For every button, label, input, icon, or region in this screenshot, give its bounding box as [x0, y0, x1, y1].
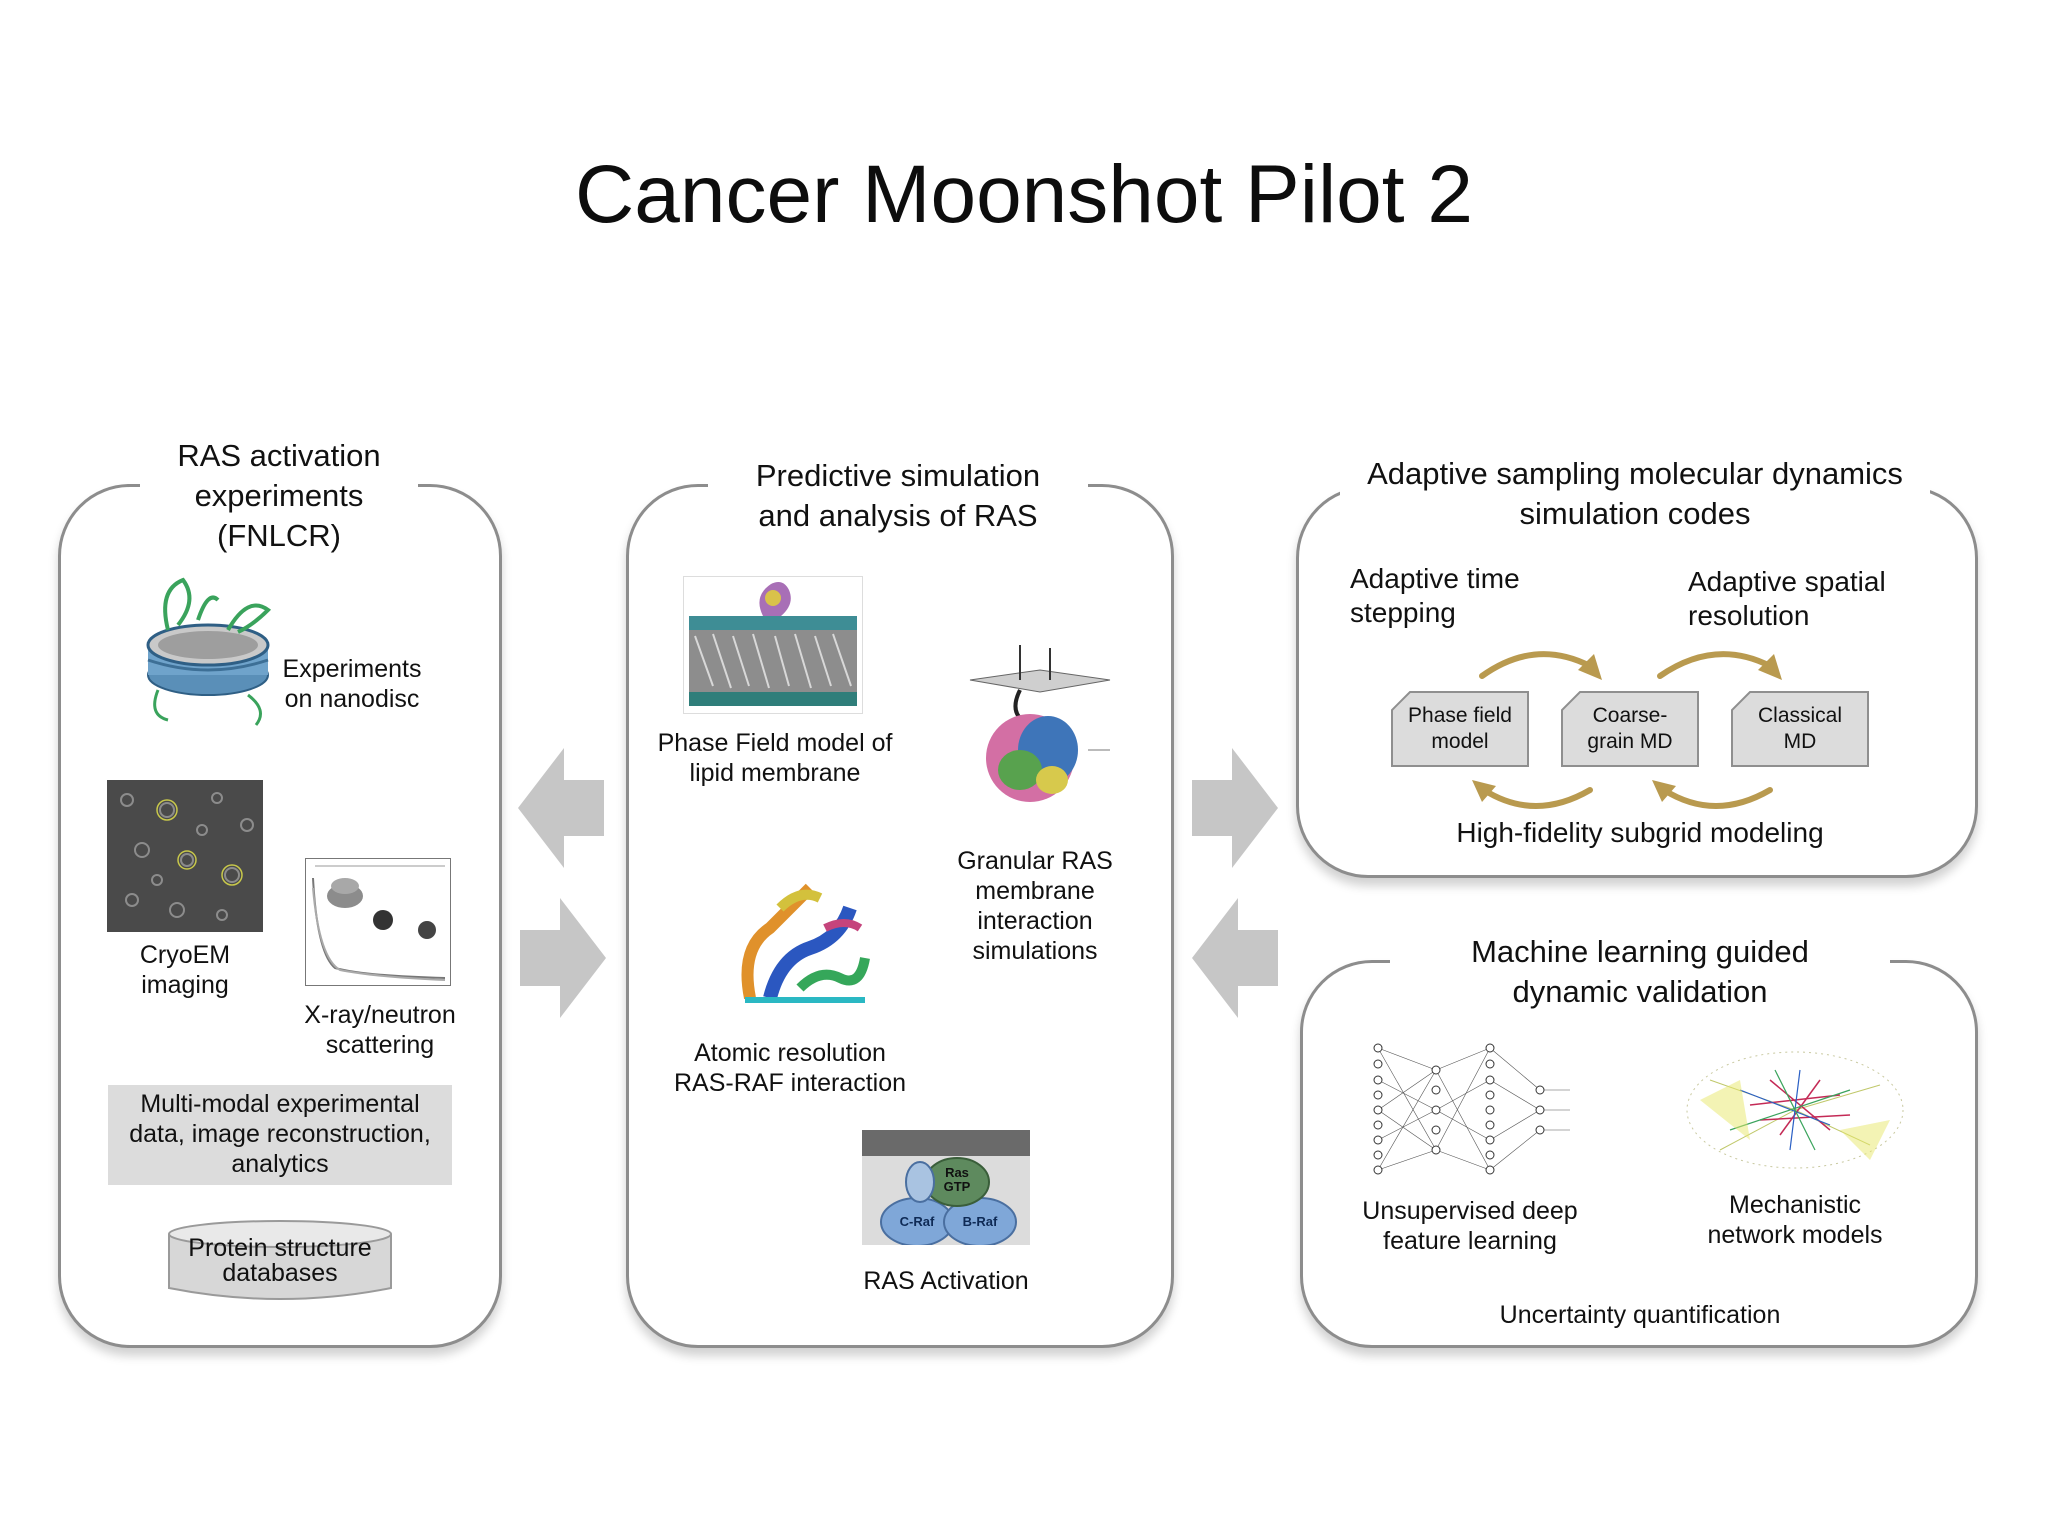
- neural-network-image: [1373, 1043, 1570, 1175]
- panel-title-ras-activation: RAS activation experiments (FNLCR): [140, 436, 418, 556]
- label-protein-structure-databases: Protein structure databases: [188, 1234, 372, 1287]
- database-cylinder-shape: [168, 1220, 392, 1300]
- ras-gtp-label: Ras GTP: [943, 1165, 971, 1194]
- label-mechanistic-network-models: Mechanistic network models: [1707, 1191, 1883, 1249]
- b-raf-label: B-Raf: [962, 1214, 998, 1229]
- box-classical-md-shape: [1731, 691, 1869, 767]
- phase-field-membrane-image: [683, 576, 863, 714]
- multimodal-data-box: Multi-modal experimental data, image rec…: [108, 1085, 452, 1185]
- page-title: Cancer Moonshot Pilot 2: [575, 149, 1473, 240]
- box-phase-field-model-shape: [1391, 691, 1529, 767]
- label-experiments-nanodisc: Experiments on nanodisc: [282, 655, 422, 713]
- label-uncertainty-quantification: Uncertainty quantification: [1499, 1301, 1781, 1329]
- label-high-fidelity-subgrid: High-fidelity subgrid modeling: [1456, 817, 1824, 848]
- label-adaptive-time-stepping: Adaptive time stepping: [1350, 563, 1520, 628]
- label-xray-neutron-scattering: X-ray/neutron scattering: [304, 1001, 456, 1059]
- label-atomic-resolution: Atomic resolution RAS-RAF interaction: [673, 1039, 907, 1097]
- ras-activation-diagram: [862, 1130, 1030, 1245]
- network-model-image: [1686, 1051, 1904, 1169]
- label-adaptive-spatial-resolution: Adaptive spatial resolution: [1688, 566, 1886, 631]
- nanodisc-image: [146, 577, 272, 726]
- arrow-right-lower: [520, 898, 606, 1018]
- label-cryoem-imaging: CryoEM imaging: [139, 941, 231, 999]
- label-unsupervised-deep-learning: Unsupervised deep feature learning: [1362, 1197, 1578, 1255]
- panel-title-predictive-simulation: Predictive simulation and analysis of RA…: [708, 456, 1088, 536]
- box-phase-field-model: Phase field model: [1408, 704, 1512, 753]
- panel-title-machine-learning: Machine learning guided dynamic validati…: [1390, 932, 1890, 1012]
- c-raf-label: C-Raf: [899, 1214, 935, 1229]
- panel-adaptive-sampling: [1296, 486, 1978, 878]
- scattering-plot-image: [305, 858, 451, 986]
- box-classical-md: Classical MD: [1757, 704, 1843, 753]
- arrow-right-upper: [1192, 748, 1278, 868]
- cycle-arrows: [1472, 651, 1782, 809]
- label-ras-activation: RAS Activation: [863, 1267, 1029, 1295]
- panel-title-adaptive-sampling: Adaptive sampling molecular dynamics sim…: [1340, 454, 1930, 534]
- arrow-left-upper: [518, 748, 604, 868]
- label-phase-field-model: Phase Field model of lipid membrane: [657, 729, 893, 787]
- box-coarse-grain-md: Coarse- grain MD: [1587, 704, 1673, 753]
- cryoem-image: [107, 780, 263, 932]
- box-coarse-grain-md-shape: [1561, 691, 1699, 767]
- granular-ras-image: [969, 645, 1111, 802]
- arrow-left-lower: [1192, 898, 1278, 1018]
- label-granular-ras: Granular RAS membrane interaction simula…: [957, 847, 1113, 965]
- atomic-resolution-image: [741, 883, 870, 1003]
